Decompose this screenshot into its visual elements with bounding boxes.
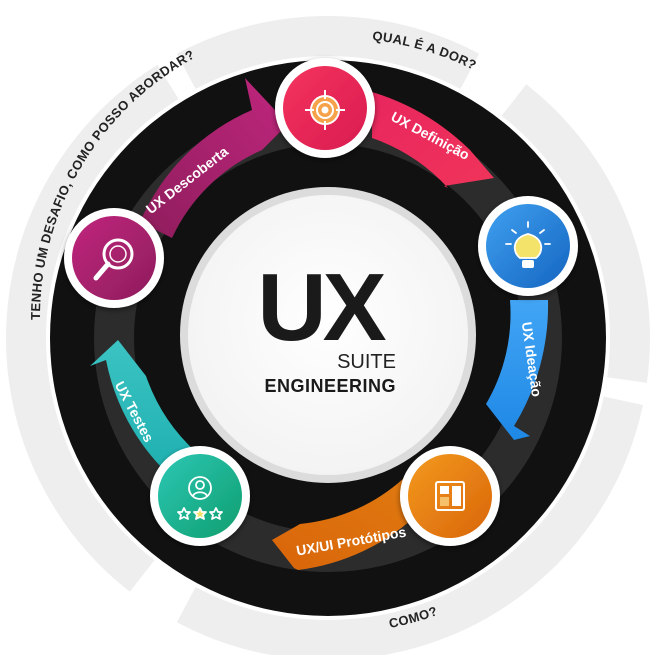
- center-disc: [180, 187, 476, 483]
- logo-suite: SUITE: [337, 351, 396, 373]
- step-circle-ux-ui-prototipos: [400, 446, 500, 546]
- step-circle-ux-descoberta: [64, 208, 164, 308]
- outer-ring-segment: [501, 84, 650, 383]
- user-rating-icon: [177, 476, 223, 520]
- arrow-ux-definicao: [372, 92, 494, 188]
- outer-ring-segment: [176, 396, 643, 660]
- step-circle-ux-testes: [150, 446, 250, 546]
- step-arrows: [90, 78, 549, 570]
- logo-ux: UX: [257, 254, 386, 361]
- arrow-ux-ui-prototipos: [272, 478, 420, 570]
- outer-ring: [6, 16, 650, 660]
- logo-engineering: ENGINEERING: [264, 376, 396, 396]
- outer-ring-segment: [6, 64, 179, 592]
- layout-icon: [435, 481, 465, 511]
- arrow-ux-testes: [90, 340, 196, 474]
- magnifier-icon: [93, 238, 134, 281]
- arrow-ux-ideacao: [486, 300, 549, 440]
- lightbulb-icon: [505, 221, 551, 268]
- outer-ring-segment: [176, 16, 480, 90]
- arrow-ux-descoberta: [140, 78, 288, 238]
- target-icon: [305, 90, 345, 130]
